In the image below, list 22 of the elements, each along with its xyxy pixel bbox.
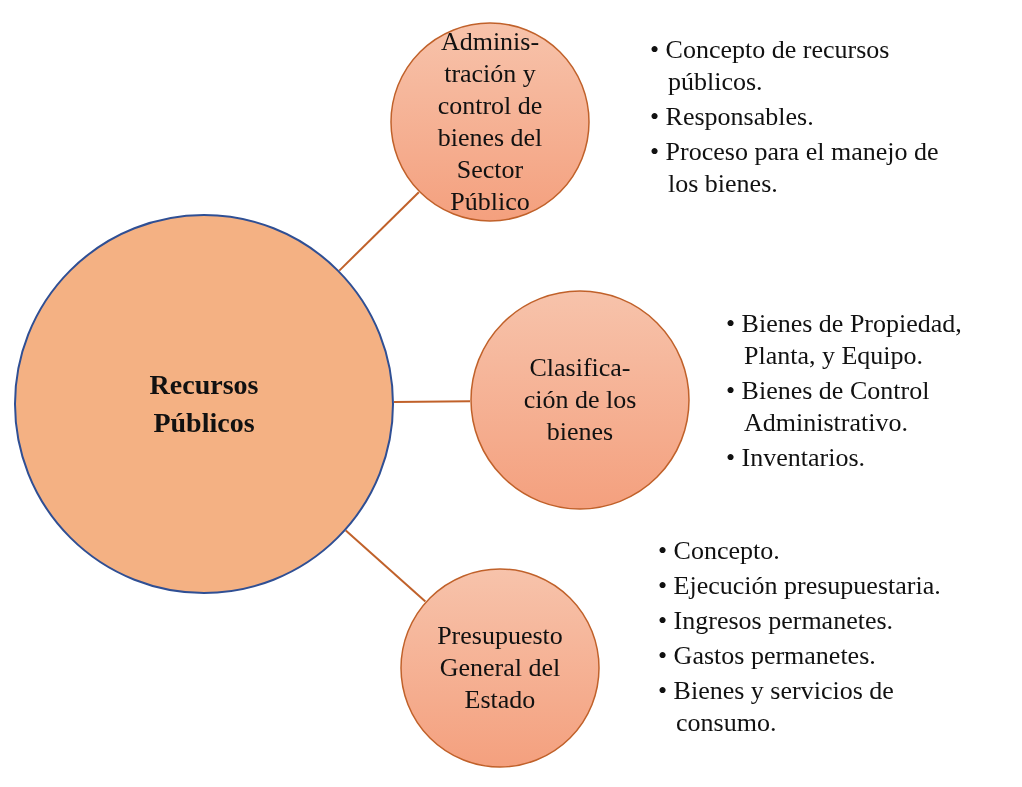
bullet-item: • Bienes y servicios de consumo. xyxy=(657,675,895,739)
bullet-item: • Gastos permanetes. xyxy=(657,640,877,672)
circle-node xyxy=(400,568,600,768)
bullet-item: • Responsables. xyxy=(649,101,815,133)
bullet-item: • Bienes de Propiedad, Planta, y Equipo. xyxy=(725,308,963,372)
circle-node xyxy=(14,214,394,594)
node-label: Clasifica- ción de los bienes xyxy=(522,352,638,448)
bullet-item: • Ingresos permanetes. xyxy=(657,605,895,637)
connector-line xyxy=(393,400,471,403)
node-label: Recursos Públicos xyxy=(148,368,260,440)
circle-node xyxy=(390,22,590,222)
bullet-item: • Bienes de Control Administrativo. xyxy=(725,375,931,439)
bullet-item: • Concepto de recursos públicos. xyxy=(649,34,891,98)
connector-line xyxy=(338,191,420,272)
bullet-item: • Ejecución presupuestaria. xyxy=(657,570,942,602)
node-label: Adminis- tración y control de bienes del Sector Público xyxy=(436,26,544,218)
connector-line xyxy=(344,529,427,603)
node-label: Presupuesto General del Estado xyxy=(436,620,564,716)
bullet-item: • Proceso para el manejo de los bienes. xyxy=(649,136,940,200)
circle-node xyxy=(470,290,690,510)
bullet-item: • Concepto. xyxy=(657,535,781,567)
bullet-item: • Inventarios. xyxy=(725,442,867,474)
